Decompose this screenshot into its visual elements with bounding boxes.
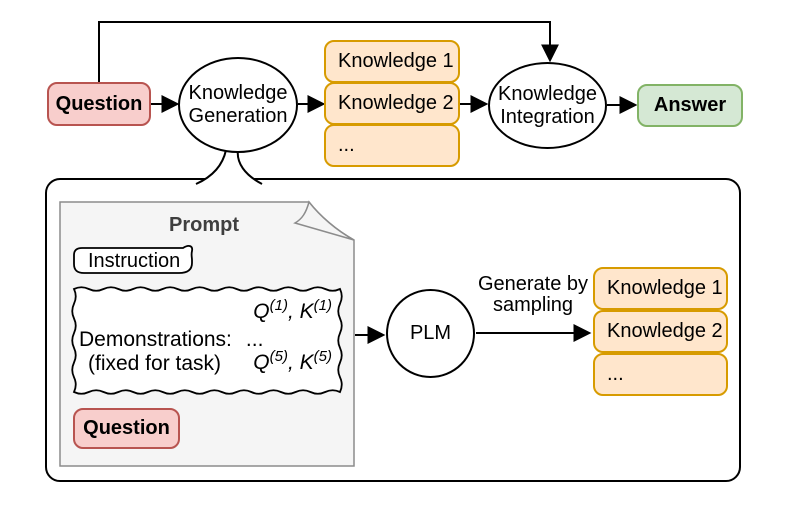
demo-k5: K (299, 351, 314, 374)
demo-k5-sup: (5) (313, 348, 332, 365)
knowledge-item-1-label: Knowledge 1 (338, 50, 454, 72)
generated-knowledge-2-label: Knowledge 2 (607, 320, 723, 342)
demo-q1-sup: (1) (269, 297, 288, 314)
question-box: Question (47, 82, 151, 126)
prompt-question-box: Question (73, 408, 180, 449)
generate-by-line: Generate by (477, 273, 589, 295)
generated-knowledge-more-label: ... (607, 363, 624, 385)
demo-pair1-sep: , (287, 300, 300, 323)
fixed-for-task-note: (fixed for task) (88, 352, 222, 375)
generated-knowledge-1: Knowledge 1 (593, 267, 728, 310)
generated-knowledge-1-label: Knowledge 1 (607, 277, 723, 299)
instruction-label: Instruction (88, 250, 181, 272)
generated-knowledge-2: Knowledge 2 (593, 310, 728, 353)
demonstrations-ellipsis: ... (245, 328, 264, 351)
plm-label: PLM (409, 322, 452, 344)
knowledge-item-2: Knowledge 2 (324, 82, 460, 125)
demo-k1-sup: (1) (313, 297, 332, 314)
prompt-panel-fold-corner (293, 200, 355, 241)
instruction-shape (73, 244, 194, 274)
prompt-panel-title: Prompt (169, 214, 239, 236)
question-label: Question (55, 92, 143, 115)
answer-label: Answer (653, 94, 727, 116)
prompt-question-label: Question (83, 417, 170, 439)
demo-pair-1: Q(1), K(1) (74, 297, 332, 324)
arrow-question-to-integration (98, 21, 559, 82)
demo-q1: Q (253, 300, 270, 323)
answer-box: Answer (637, 84, 743, 127)
knowledge-item-more: ... (324, 124, 460, 167)
knowledge-generation-line1: Knowledge (188, 82, 288, 104)
knowledge-item-more-label: ... (338, 134, 355, 156)
plm-circle: PLM (386, 289, 475, 378)
demo-q5: Q (253, 351, 270, 374)
generate-by-sampling-label: Generate by sampling (472, 274, 594, 316)
knowledge-integration-ellipse: Knowledge Integration (488, 62, 607, 149)
demonstrations-label: Demonstrations: (79, 328, 232, 351)
knowledge-generation-line2: Generation (188, 105, 288, 127)
knowledge-item-2-label: Knowledge 2 (338, 92, 454, 114)
knowledge-integration-line2: Integration (500, 105, 595, 128)
demonstrations-wavy-border (71, 286, 343, 395)
generated-knowledge-more: ... (593, 353, 728, 396)
demo-q5-sup: (5) (269, 348, 288, 365)
knowledge-generation-ellipse: Knowledge Generation (178, 57, 298, 153)
sampling-line: sampling (492, 294, 574, 316)
demo-pair5-sep: , (287, 351, 300, 374)
callout-tail-fill (196, 150, 262, 184)
knowledge-integration-line1: Knowledge (498, 82, 597, 105)
knowledge-item-1: Knowledge 1 (324, 40, 460, 83)
demonstrations-row: Demonstrations: ... (79, 328, 263, 352)
demo-pair-5: Q(5), K(5) (74, 348, 332, 375)
demo-k1: K (299, 300, 314, 323)
